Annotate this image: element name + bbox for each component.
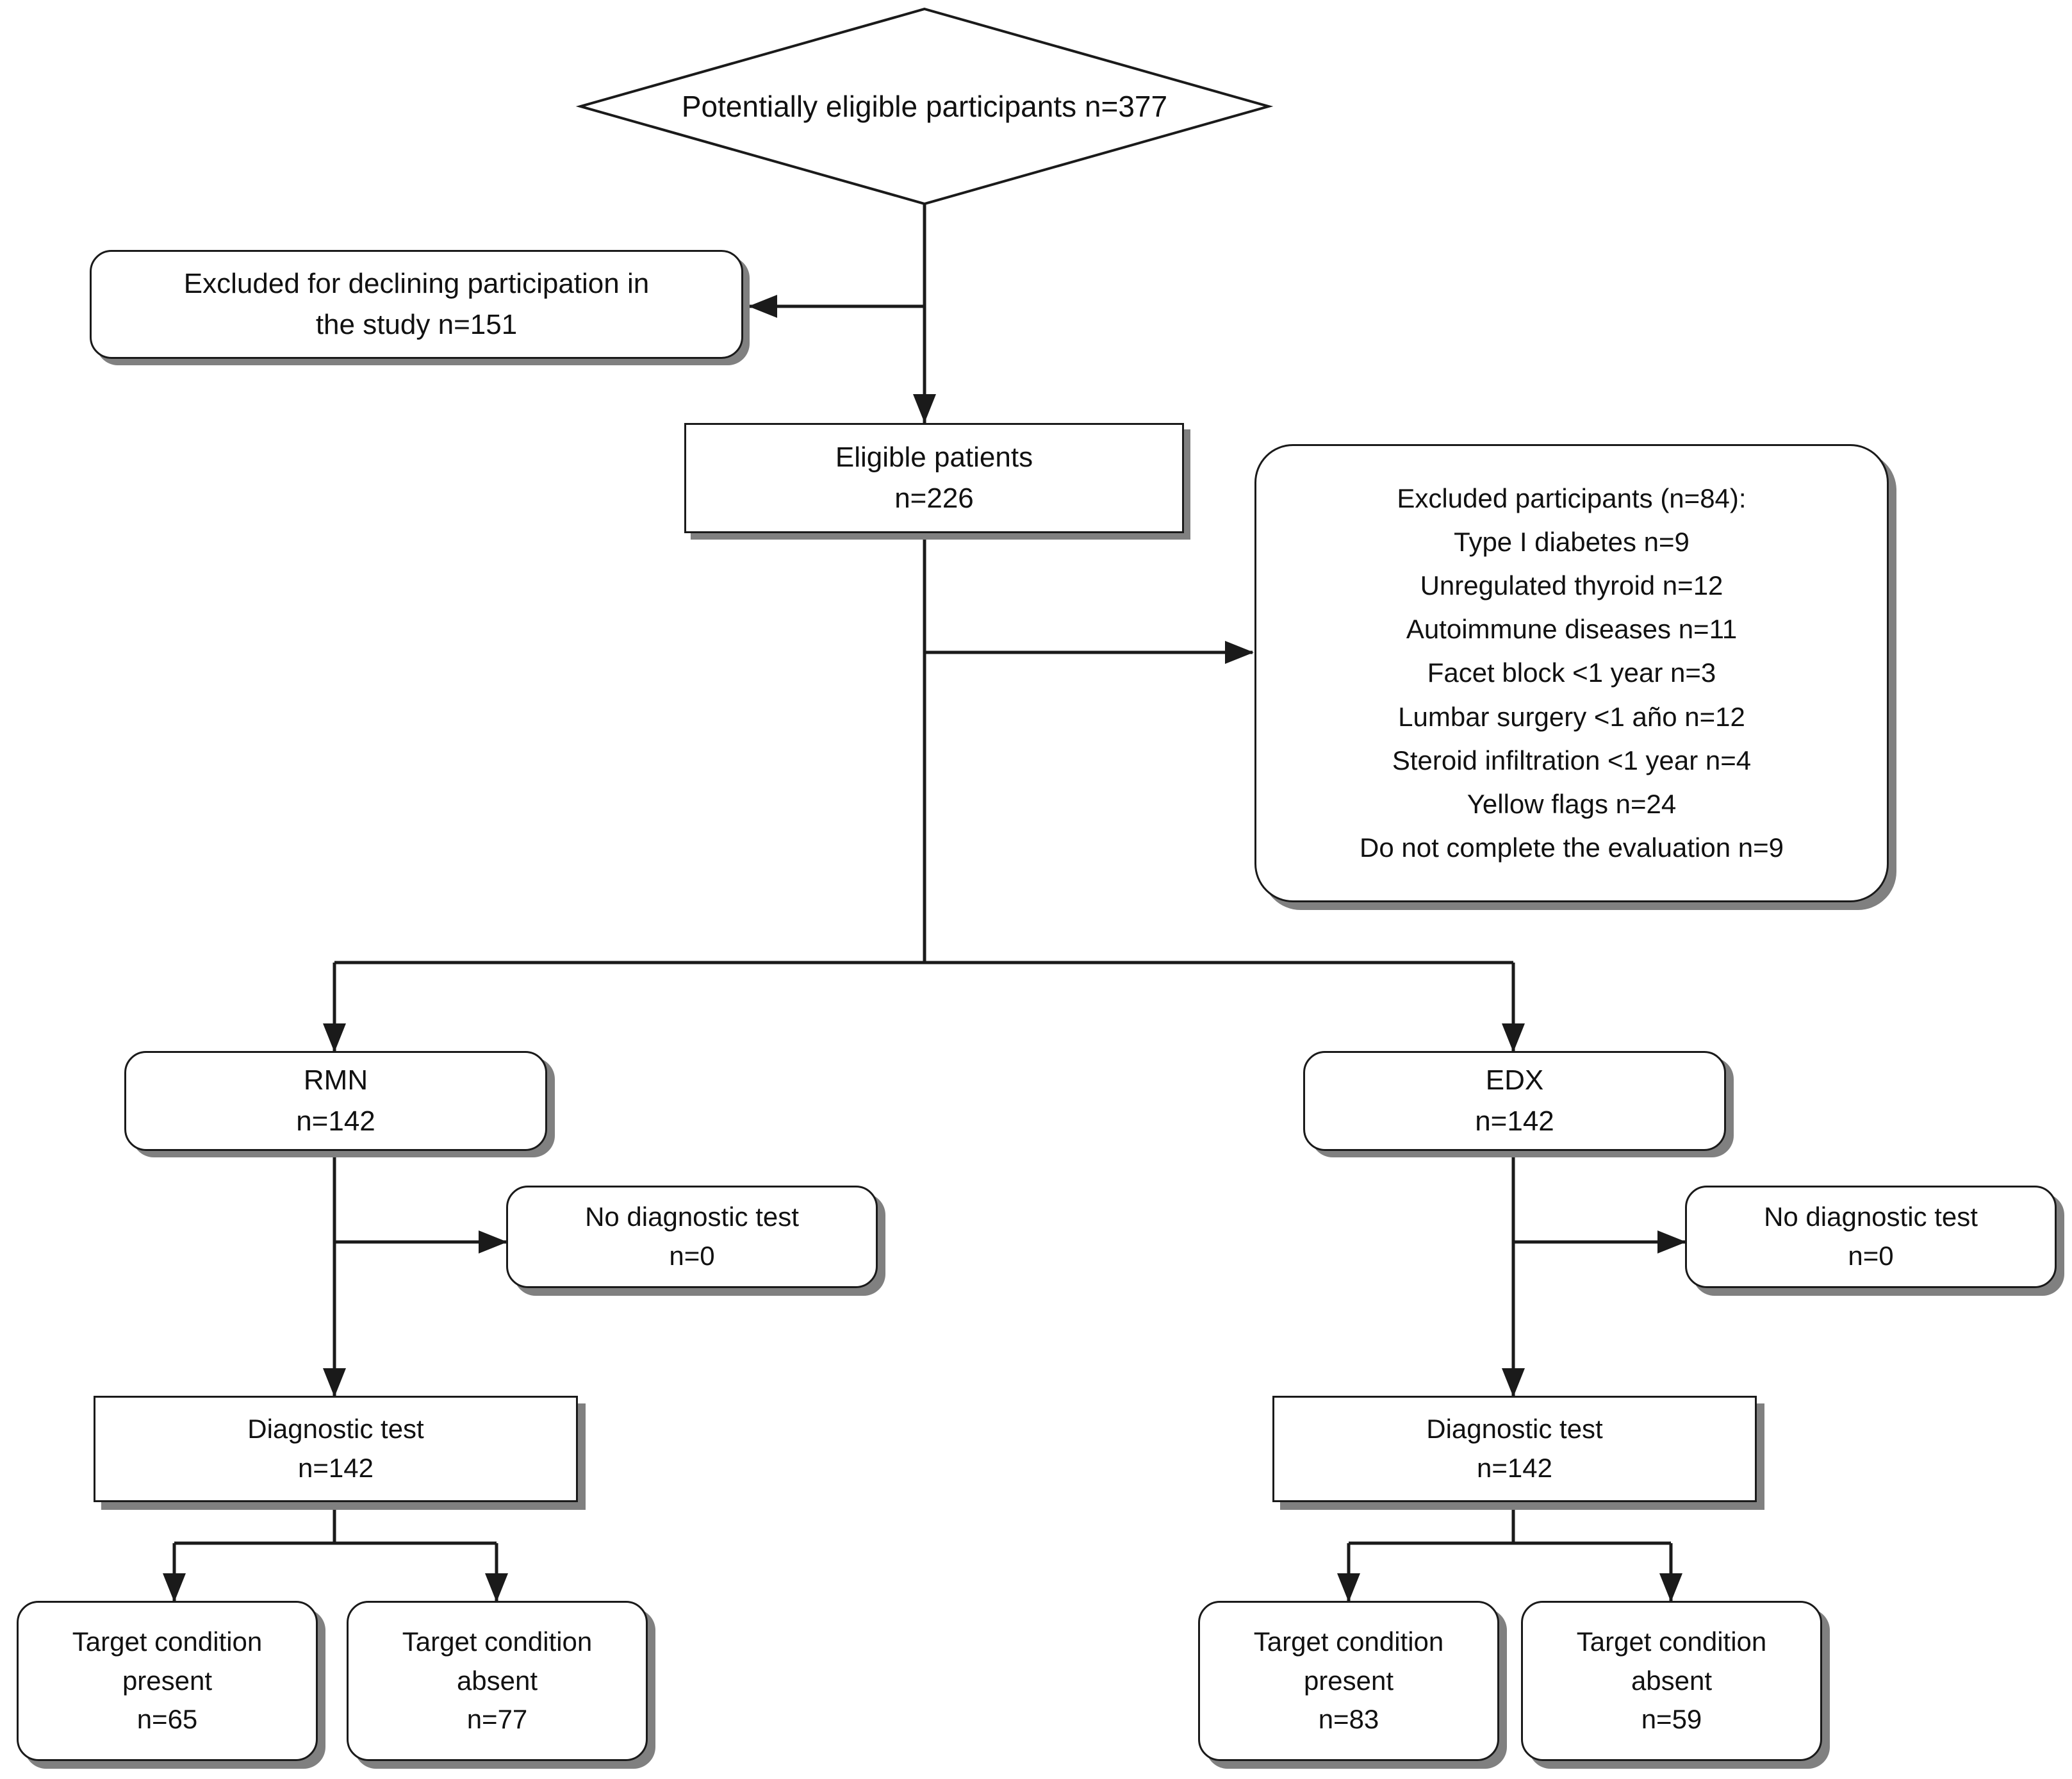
- node-rmn-target-condition-present[interactable]: Target condition present n=65: [17, 1601, 318, 1761]
- edx-no-test-line-2: n=0: [1848, 1241, 1894, 1271]
- edx-absent-line-1: Target condition: [1576, 1626, 1767, 1657]
- node-edx-target-condition-absent[interactable]: Target condition absent n=59: [1521, 1601, 1822, 1761]
- node-eligible-patients[interactable]: Eligible patients n=226: [684, 423, 1184, 533]
- edx-absent-line-2: absent: [1631, 1665, 1713, 1696]
- excluded-participants-line-9: Do not complete the evaluation n=9: [1360, 832, 1784, 863]
- node-edx-target-condition-present[interactable]: Target condition present n=83: [1198, 1601, 1499, 1761]
- excluded-participants-line-2: Type I diabetes n=9: [1454, 527, 1690, 558]
- excluded-participants-line-4: Autoimmune diseases n=11: [1406, 614, 1738, 645]
- edx-no-test-line-1: No diagnostic test: [1764, 1202, 1978, 1232]
- edx-line-1: EDX: [1485, 1064, 1544, 1096]
- rmn-no-test-line-1: No diagnostic test: [585, 1202, 799, 1232]
- edx-present-line-3: n=83: [1318, 1704, 1379, 1735]
- rmn-present-line-3: n=65: [136, 1704, 198, 1735]
- node-rmn-no-diagnostic-test[interactable]: No diagnostic test n=0: [506, 1186, 878, 1288]
- excluded-participants-line-1: Excluded participants (n=84):: [1397, 483, 1747, 514]
- potentially-eligible-line-3: n=377: [1084, 89, 1168, 123]
- eligible-patients-line-1: Eligible patients: [835, 442, 1033, 474]
- node-rmn-diagnostic-test[interactable]: Diagnostic test n=142: [94, 1396, 578, 1502]
- edx-present-line-1: Target condition: [1253, 1626, 1444, 1657]
- node-rmn[interactable]: RMN n=142: [124, 1051, 547, 1151]
- rmn-present-line-2: present: [122, 1665, 213, 1696]
- excluded-participants-line-8: Yellow flags n=24: [1467, 788, 1677, 819]
- edx-test-line-1: Diagnostic test: [1426, 1414, 1603, 1444]
- node-edx-diagnostic-test[interactable]: Diagnostic test n=142: [1272, 1396, 1757, 1502]
- node-rmn-target-condition-absent[interactable]: Target condition absent n=77: [347, 1601, 648, 1761]
- edx-line-2: n=142: [1475, 1105, 1554, 1137]
- rmn-test-line-1: Diagnostic test: [247, 1414, 424, 1444]
- potentially-eligible-line-2: participants: [925, 89, 1077, 123]
- excluded-participants-line-5: Facet block <1 year n=3: [1427, 658, 1716, 688]
- rmn-test-line-2: n=142: [298, 1453, 374, 1483]
- node-potentially-eligible[interactable]: Potentially eligible participants n=377: [580, 9, 1269, 204]
- rmn-no-test-line-2: n=0: [669, 1241, 715, 1271]
- excluded-declining-line-2: the study n=151: [315, 309, 518, 340]
- potentially-eligible-line-1: Potentially eligible: [681, 89, 918, 123]
- node-edx-no-diagnostic-test[interactable]: No diagnostic test n=0: [1685, 1186, 2057, 1288]
- rmn-present-line-1: Target condition: [72, 1626, 263, 1657]
- node-excluded-declining[interactable]: Excluded for declining participation in …: [90, 250, 743, 359]
- excluded-participants-line-7: Steroid infiltration <1 year n=4: [1392, 745, 1752, 775]
- excluded-participants-line-6: Lumbar surgery <1 año n=12: [1398, 701, 1745, 732]
- potentially-eligible-diamond-shape: [575, 7, 1274, 206]
- excluded-participants-line-3: Unregulated thyroid n=12: [1420, 570, 1723, 601]
- node-excluded-participants[interactable]: Excluded participants (n=84): Type I dia…: [1254, 444, 1889, 902]
- eligible-patients-line-2: n=226: [894, 483, 974, 514]
- rmn-line-2: n=142: [296, 1105, 375, 1137]
- rmn-absent-line-1: Target condition: [402, 1626, 593, 1657]
- rmn-absent-line-2: absent: [456, 1665, 538, 1696]
- edx-absent-line-3: n=59: [1641, 1704, 1702, 1735]
- edx-present-line-2: present: [1303, 1665, 1394, 1696]
- rmn-line-1: RMN: [303, 1064, 368, 1096]
- edx-test-line-2: n=142: [1477, 1453, 1552, 1483]
- excluded-declining-line-1: Excluded for declining participation in: [183, 268, 650, 300]
- node-edx[interactable]: EDX n=142: [1303, 1051, 1726, 1151]
- rmn-absent-line-3: n=77: [466, 1704, 528, 1735]
